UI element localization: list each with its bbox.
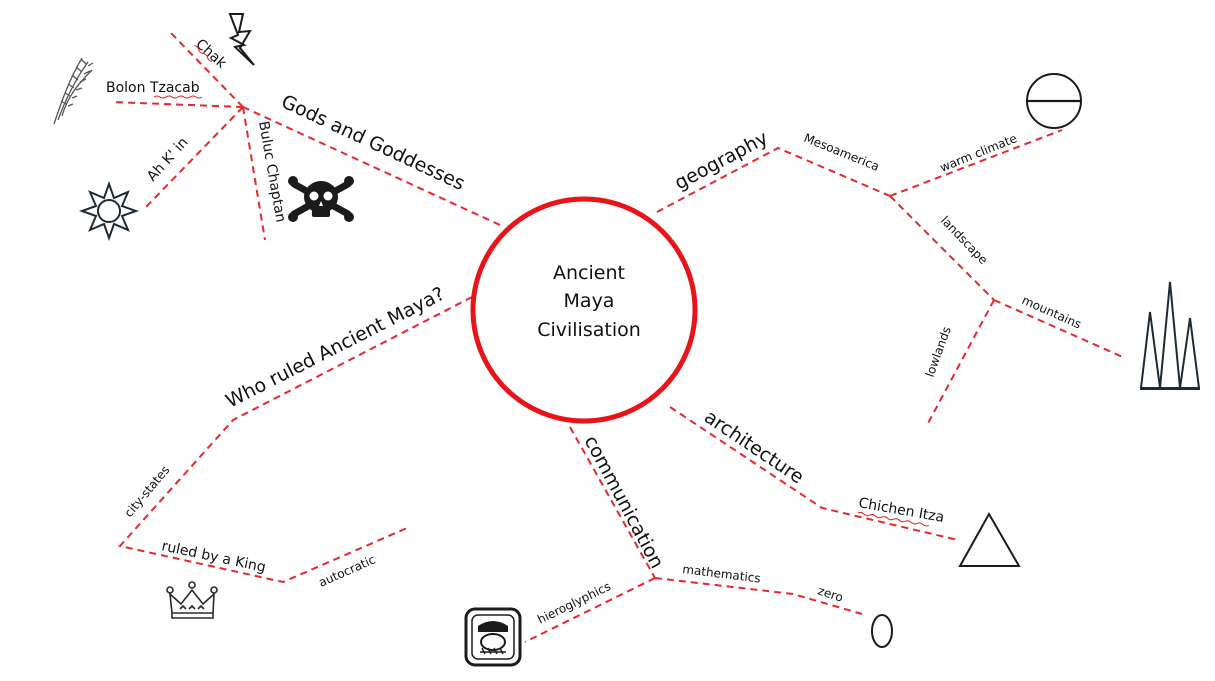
label-autocratic: autocratic	[317, 552, 378, 589]
label-communication: communication	[580, 432, 668, 572]
line-hieroglyphics	[524, 577, 656, 643]
line-bolon	[111, 101, 244, 108]
label-lowlands: lowlands	[923, 325, 954, 379]
zero-shell-icon	[871, 614, 893, 648]
label-architecture: architecture	[700, 406, 808, 489]
line-buluc	[242, 106, 266, 241]
spell-underline-chak	[194, 44, 213, 63]
wheat-icon	[53, 57, 94, 125]
label-gods: Gods and Goddesses	[278, 91, 468, 195]
line-lowlands	[925, 299, 995, 428]
label-chak: Chak	[192, 36, 230, 72]
center-line-1: Ancient	[553, 262, 625, 284]
label-bolon: Bolon Tzacab	[106, 80, 200, 96]
line-architecture	[669, 406, 959, 541]
icons	[53, 13, 1201, 667]
label-ahkin: Ah K' in	[144, 134, 191, 184]
circle-line-icon	[1026, 73, 1082, 129]
line-communication	[569, 426, 656, 579]
center-line-2: Maya	[564, 290, 615, 312]
central-topic: Ancient Maya Civilisation	[470, 196, 698, 424]
spell-underline-chichen	[857, 511, 930, 527]
branch-lines	[111, 29, 1126, 643]
line-chak	[167, 29, 244, 108]
skull-crossbones-icon	[288, 176, 354, 222]
mountains-icon	[1139, 281, 1201, 390]
lightning-icon	[228, 13, 255, 66]
line-warm	[889, 129, 1063, 197]
center-circle	[470, 196, 698, 424]
label-hieroglyphics: hieroglyphics	[535, 579, 613, 627]
label-who-ruled: Who ruled Ancient Maya?	[222, 283, 448, 413]
maya-glyph-icon	[464, 607, 522, 667]
spell-underline-bolon	[153, 95, 203, 99]
label-ruled-by-king: ruled by a King	[160, 538, 267, 576]
line-who-ruled	[118, 296, 473, 584]
crown-icon	[166, 581, 218, 619]
line-mathematics	[654, 577, 863, 615]
label-city-states: city-states	[122, 463, 173, 520]
label-geography: geography	[671, 127, 772, 194]
label-warm-climate: warm climate	[938, 131, 1019, 175]
triangle-icon	[958, 511, 1021, 567]
sun-icon	[79, 181, 139, 241]
label-landscape: landscape	[938, 213, 991, 267]
line-geography	[656, 146, 891, 213]
label-mesoamerica: Mesoamerica	[802, 131, 881, 174]
center-line-3: Civilisation	[537, 319, 641, 341]
line-landscape	[889, 195, 995, 301]
label-zero: zero	[816, 584, 845, 605]
